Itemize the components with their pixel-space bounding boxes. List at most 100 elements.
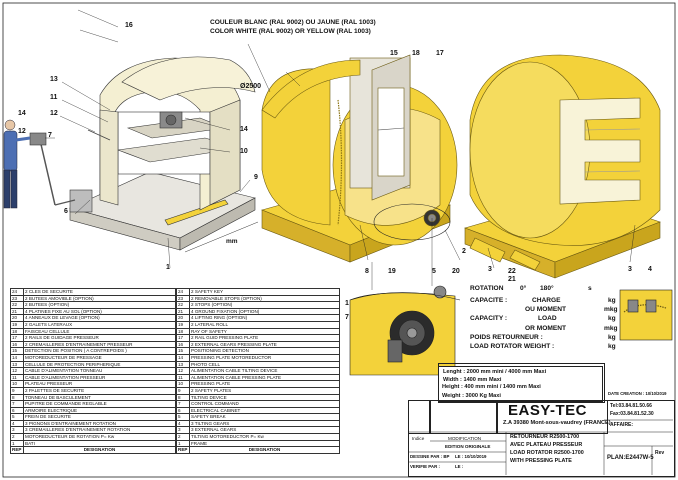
spec-unit: kg <box>608 297 616 304</box>
checked-by: VERIFIE PAR : <box>410 464 440 469</box>
part-designation: 4 LIFTING RING (OPTION) <box>189 314 340 322</box>
part-number: 22 <box>10 301 24 309</box>
spec-mid: OU MOMENT <box>525 306 567 314</box>
part-designation: ALIMENTATION CABLE PRESSING PLATE <box>189 373 340 382</box>
part-designation: 3 CREMAILLERES D'ENTRAINEMENT ROTATION <box>23 426 176 435</box>
dim-height: Height : 400 mm mini / 1400 mm Maxi <box>442 384 541 390</box>
part-number: 14 <box>176 353 190 362</box>
part-number: 22 <box>176 301 190 309</box>
spec-unit: mkg <box>604 324 618 332</box>
part-number: 13 <box>176 360 190 369</box>
part-designation: 2 REMOVABLE STOPS (OPTION) <box>189 294 340 303</box>
callout-7: 7 <box>48 132 52 139</box>
callout-20: 20 <box>452 268 460 275</box>
part-number: 7 <box>176 400 190 408</box>
part-number: 10 <box>176 380 190 388</box>
part-number: 5 <box>10 413 24 421</box>
callout-11: 11 <box>50 94 58 101</box>
part-designation: PUPITRE DE COMMANDE REGLABLE <box>23 400 176 408</box>
part-designation: CELLULE DE PROTECTION PERIPHERIQUE <box>23 360 176 369</box>
part-designation: FREIN DE SECURITE <box>23 413 176 421</box>
part-designation: 2 CLES DE SECURITE <box>23 288 176 296</box>
part-designation: DESIGNATION <box>189 446 340 454</box>
leader-lines <box>45 9 636 269</box>
part-designation: CABLE D'ALIMENTATION PRESSEUR <box>23 373 176 382</box>
company-cell <box>496 400 608 434</box>
spec-row: POIDS RETOURNEUR :kg <box>470 333 616 342</box>
spec-row: LOAD ROTATOR WEIGHT :kg <box>470 342 616 351</box>
callout-19: 19 <box>388 268 396 275</box>
detail-gear-zoom <box>619 289 673 341</box>
part-number: 10 <box>10 380 24 388</box>
spec-left: LOAD ROTATOR WEIGHT : <box>470 342 555 350</box>
part-number: 7 <box>10 400 24 408</box>
part-designation: MOTOREDUCTEUR DE PRESSAGE <box>23 353 176 362</box>
part-designation: DETECTION DE POSITION ( A CONTREPOIDS ) <box>23 347 176 355</box>
indice-label: Indice <box>412 436 425 441</box>
part-number: 23 <box>176 294 190 303</box>
callout-16: 16 <box>125 22 133 29</box>
dims-frame <box>438 363 605 403</box>
part-number: 16 <box>10 340 24 349</box>
part-number: 1 <box>10 439 24 448</box>
callout-9: 9 <box>254 174 258 181</box>
part-number: 17 <box>10 334 24 342</box>
part-number: 15 <box>10 347 24 355</box>
part-number: 6 <box>10 406 24 415</box>
callout-22: 22 <box>508 268 516 275</box>
callout-12: 12 <box>50 110 58 117</box>
spec-unit: kg <box>608 333 616 341</box>
part-number: 20 <box>10 314 24 322</box>
part-designation: 2 LATERAL ROLL <box>189 320 340 329</box>
part-number: 1 <box>176 439 190 448</box>
part-number: 11 <box>176 373 190 382</box>
part-number: 9 <box>176 386 190 395</box>
part-designation: FRAME <box>189 439 340 448</box>
part-number: 24 <box>176 288 190 296</box>
rev-label: Rev <box>655 450 665 456</box>
color-note-en: COLOR WHITE (RAL 9002) OR YELLOW (RAL 10… <box>210 28 371 35</box>
part-number: 9 <box>10 386 24 395</box>
callout-4: 4 <box>648 266 652 273</box>
part-number: 19 <box>10 320 24 329</box>
part-designation: CONTROL COMMAND <box>189 400 340 408</box>
part-number: 12 <box>176 367 190 375</box>
part-designation: TILTING DEVICE <box>189 393 340 402</box>
part-designation: ARMOIRE ELECTRIQUE <box>23 406 176 415</box>
rotation-unit: s <box>588 285 592 292</box>
title-line-3: LOAD ROTATOR R2500-1700 <box>510 450 584 456</box>
callout-13: 13 <box>50 76 58 83</box>
part-designation: 4 ANNEAUX DE LEVAGE (OPTION) <box>23 314 176 322</box>
part-designation: 3 EXTERNAL GEARS <box>189 426 340 435</box>
part-number: 23 <box>10 294 24 303</box>
part-number: 19 <box>176 320 190 329</box>
callout-1: 1 <box>166 264 170 271</box>
callout-7b: 7 <box>345 314 349 321</box>
